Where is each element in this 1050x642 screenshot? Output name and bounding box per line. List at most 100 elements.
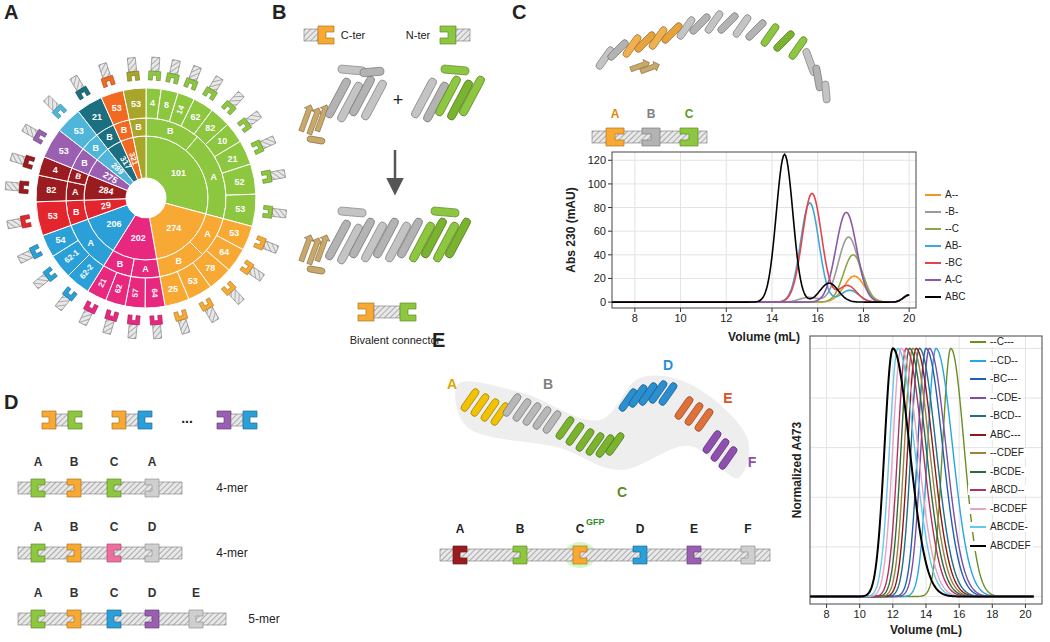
legend-text: --CD--: [990, 356, 1018, 366]
module-letter: D: [148, 521, 157, 533]
path-shape: [20, 215, 31, 228]
legend-line-stroke: [925, 211, 941, 213]
sunburst-number: 53: [48, 212, 58, 221]
legend-line: [925, 224, 941, 234]
chromatogram-trace: [810, 348, 1034, 596]
sunburst-segment: [36, 201, 71, 236]
oligomer-label: 4-mer: [216, 547, 247, 559]
sunburst-number: 62: [114, 284, 124, 295]
panel-c-art: [592, 9, 830, 146]
tick-label: 16: [953, 609, 965, 620]
legend-line: [970, 448, 986, 458]
chromatogram-trace: [810, 348, 1034, 596]
path-shape: [62, 287, 77, 302]
module-letter: B: [516, 523, 525, 535]
sunburst-number: 101: [171, 169, 186, 178]
helix: [307, 135, 326, 144]
grid-line: [612, 231, 916, 232]
connector-icon: [199, 298, 221, 324]
legend-line-stroke: [925, 296, 941, 298]
legend-line-stroke: [925, 245, 941, 247]
path-shape: [184, 78, 198, 91]
module-letter: A: [447, 377, 457, 391]
rect-shape: [10, 153, 26, 165]
module-letter: C: [110, 456, 119, 468]
connector-bracket: [67, 479, 81, 497]
legend-text: -BC---: [990, 374, 1017, 384]
rect-shape: [7, 218, 22, 229]
sunburst-letter: B: [121, 126, 128, 135]
sunburst-letter: A: [204, 229, 211, 238]
sunburst-letter: A: [72, 187, 79, 196]
legend-line: [970, 504, 986, 514]
grid-line: [810, 497, 1042, 498]
grid-line: [612, 160, 916, 161]
chromatogram-trace: [810, 348, 1034, 596]
legend-line-stroke: [970, 360, 986, 362]
chromatogram-trace: [810, 348, 1034, 596]
legend-line-stroke: [925, 279, 941, 281]
connector-icon: [101, 310, 119, 335]
module-letter: A: [611, 108, 620, 120]
sunburst-number: 54: [56, 235, 66, 244]
chromatogram-trace: [612, 255, 909, 302]
connector-bracket: [400, 303, 416, 321]
repeat-segment: [456, 29, 470, 41]
repeat-segment: [56, 414, 68, 426]
path-shape: [237, 118, 251, 133]
connector-bracket: [680, 128, 698, 146]
sunburst-letter: A: [210, 172, 217, 181]
path-shape: [83, 301, 98, 314]
grid-line: [612, 278, 916, 279]
connector-icon: [32, 267, 57, 291]
sunburst-number: 82: [46, 185, 56, 194]
legend-line-stroke: [970, 489, 986, 491]
sunburst-segment: [131, 259, 160, 278]
chromatogram-trace: [810, 348, 1034, 596]
grid-line: [826, 336, 827, 604]
legend-item: ABC: [923, 292, 968, 302]
helix: [694, 407, 715, 432]
rect-shape: [151, 57, 160, 72]
connector-icon: [9, 151, 35, 169]
tick-mark: [608, 278, 612, 279]
path-shape: [148, 71, 161, 81]
legend-line: [970, 356, 986, 366]
sunburst-letter: A: [142, 264, 149, 273]
connector-bracket: [68, 411, 82, 429]
legend-line: [970, 467, 986, 477]
legend-line-stroke: [970, 508, 986, 510]
rect-shape: [103, 319, 115, 335]
legend-item: ABCD--: [968, 485, 1026, 495]
module-letter: D: [636, 523, 645, 535]
sunburst-number: 53: [59, 146, 69, 155]
sunburst-number: 21: [227, 154, 237, 163]
connector-bracket: [318, 26, 334, 44]
panel-e-art: [440, 376, 770, 568]
path-shape: [174, 309, 188, 321]
legend-text: -BC: [945, 258, 962, 268]
module-letter: C: [110, 587, 119, 599]
path-shape: [105, 310, 119, 322]
path-shape: [221, 100, 236, 115]
legend-item: AB-: [923, 241, 964, 251]
grid-line: [772, 152, 773, 308]
tick-label: 40: [594, 249, 606, 260]
rect-shape: [99, 63, 111, 79]
tick-mark: [859, 604, 860, 608]
repeat-segment: [126, 414, 138, 426]
sunburst-number: 21: [92, 112, 102, 121]
chromatogram-trace: [612, 154, 909, 302]
legend-line-stroke: [970, 341, 986, 343]
legend-line: [970, 411, 986, 421]
sunburst-number: 62: [191, 112, 201, 121]
sunburst-number: 274: [166, 224, 181, 233]
sunburst-segment: [222, 164, 256, 195]
oligomer-label: 5-mer: [248, 613, 279, 625]
sunburst-number: 25: [168, 285, 178, 294]
legend-line-stroke: [925, 228, 941, 230]
tick-mark: [863, 308, 864, 312]
repeat-segment: [231, 414, 243, 426]
